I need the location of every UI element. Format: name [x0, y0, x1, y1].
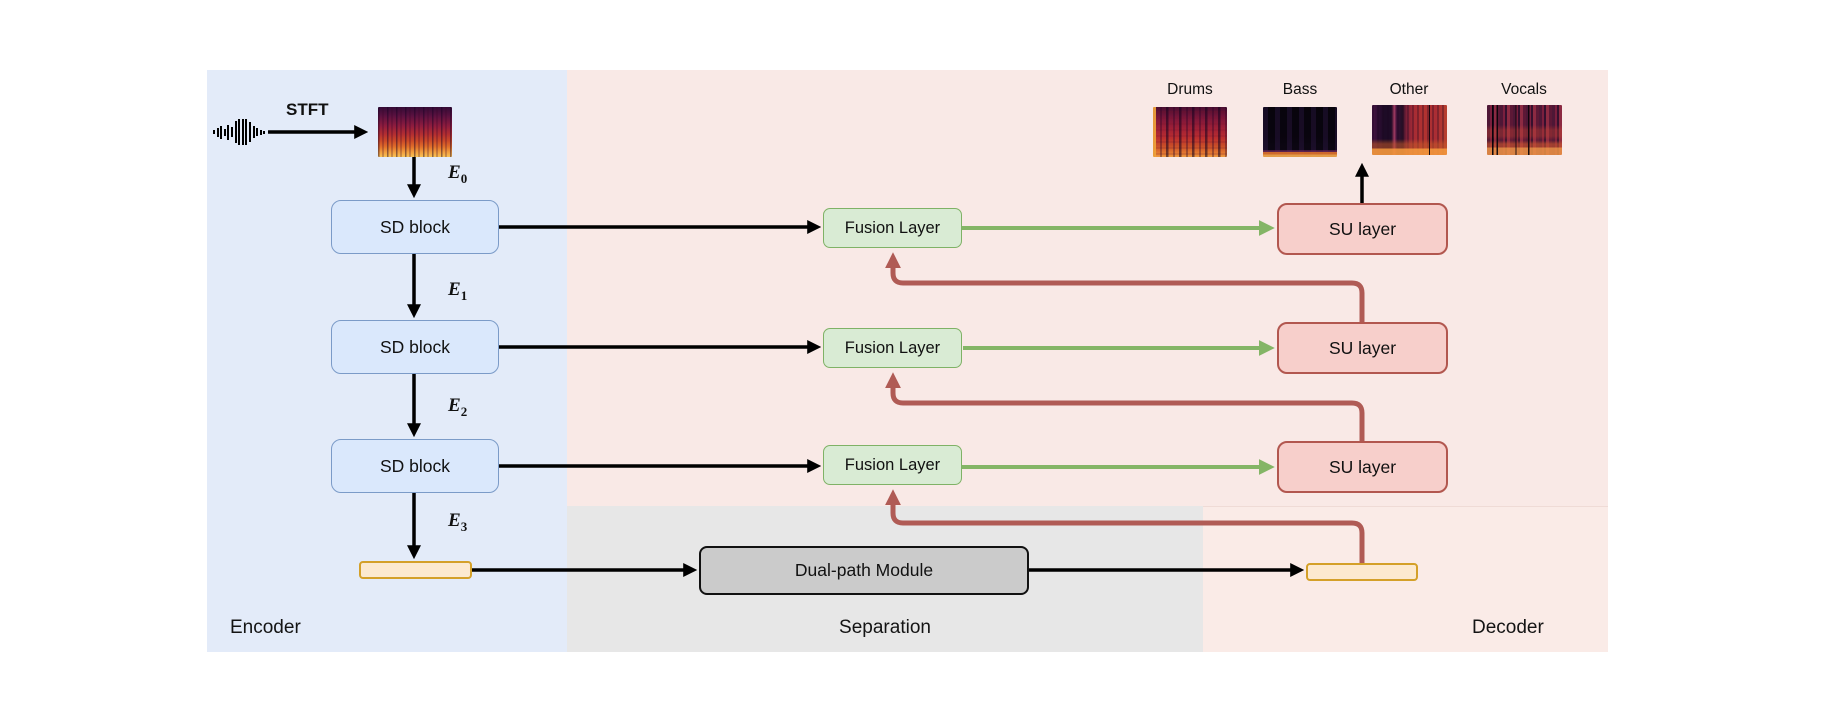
- fusion-layer-1-label: Fusion Layer: [844, 218, 941, 237]
- su-layer-1-label: SU layer: [1328, 218, 1397, 239]
- sd-block-2: SD block: [331, 320, 499, 374]
- other-spectrogram: [1372, 105, 1447, 155]
- output-label-other: Other: [1389, 81, 1429, 98]
- decoder-latent-bar: [1306, 563, 1418, 581]
- dual-path-module: Dual-path Module: [699, 546, 1029, 595]
- su-layer-1: SU layer: [1277, 203, 1448, 255]
- separation-region-label: Separation: [839, 617, 931, 638]
- fusion-layer-3: Fusion Layer: [823, 445, 962, 485]
- su-layer-3: SU layer: [1277, 441, 1448, 493]
- su-layer-3-label: SU layer: [1328, 456, 1397, 477]
- embedding-label-e3: E3: [448, 510, 468, 534]
- fusion-layer-1: Fusion Layer: [823, 208, 962, 248]
- output-label-vocals: Vocals: [1501, 81, 1547, 98]
- output-label-drums: Drums: [1167, 81, 1213, 98]
- su-layer-2: SU layer: [1277, 322, 1448, 374]
- vocals-spectrogram: [1487, 105, 1562, 155]
- encoder-region-label: Encoder: [230, 617, 301, 638]
- drums-spectrogram: [1153, 107, 1227, 157]
- encoder-latent-bar: [359, 561, 472, 579]
- bass-spectrogram: [1263, 107, 1337, 157]
- dual-path-module-label: Dual-path Module: [794, 560, 934, 580]
- sd-block-1-label: SD block: [379, 216, 451, 237]
- decoder-region-label: Decoder: [1472, 617, 1544, 638]
- su-layer-2-label: SU layer: [1328, 337, 1397, 358]
- embedding-label-e1: E1: [448, 279, 468, 303]
- stft-label: STFT: [286, 100, 329, 119]
- sd-block-1: SD block: [331, 200, 499, 254]
- embedding-label-e0: E0: [448, 162, 468, 186]
- mixture-spectrogram: [378, 107, 452, 157]
- fusion-layer-2: Fusion Layer: [823, 328, 962, 368]
- fusion-layer-2-label: Fusion Layer: [844, 338, 941, 357]
- output-label-bass: Bass: [1282, 81, 1318, 98]
- sd-block-3: SD block: [331, 439, 499, 493]
- fusion-layer-3-label: Fusion Layer: [844, 455, 941, 474]
- sd-block-3-label: SD block: [379, 455, 451, 476]
- audio-waveform-icon: [213, 118, 269, 146]
- embedding-label-e2: E2: [448, 395, 468, 419]
- sd-block-2-label: SD block: [379, 336, 451, 357]
